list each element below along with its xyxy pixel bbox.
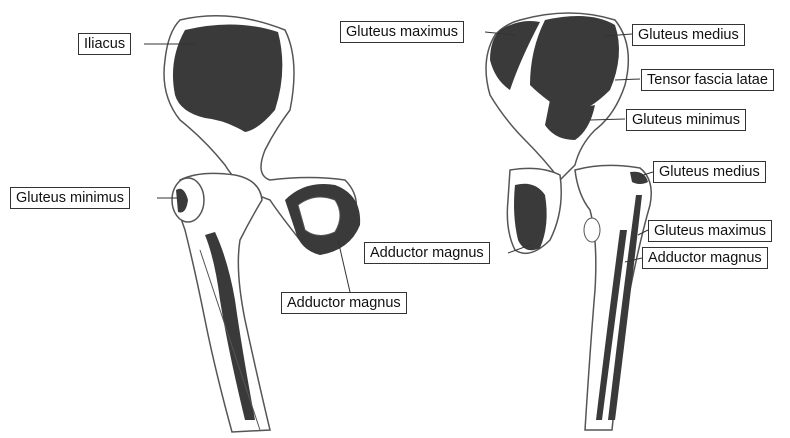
label-gluteus-maximus-right: Gluteus maximus — [648, 220, 772, 242]
anterior-view — [164, 16, 360, 432]
label-iliacus: Iliacus — [78, 33, 131, 55]
label-gluteus-medius-right: Gluteus medius — [653, 161, 766, 183]
leader-adductor-magnus-left — [338, 240, 350, 292]
label-gluteus-medius-top: Gluteus medius — [632, 24, 745, 46]
label-adductor-magnus-mid: Adductor magnus — [364, 242, 490, 264]
label-gluteus-minimus-left: Gluteus minimus — [10, 187, 130, 209]
label-adductor-magnus-left: Adductor magnus — [281, 292, 407, 314]
label-gluteus-minimus-right: Gluteus minimus — [626, 109, 746, 131]
label-gluteus-maximus-top: Gluteus maximus — [340, 21, 464, 43]
adductor-magnus-attachment-mid — [514, 184, 547, 250]
label-adductor-magnus-right: Adductor magnus — [642, 247, 768, 269]
posterior-view — [486, 13, 651, 430]
label-tensor-fascia-latae: Tensor fascia latae — [641, 69, 774, 91]
lesser-trochanter-right — [584, 218, 600, 242]
